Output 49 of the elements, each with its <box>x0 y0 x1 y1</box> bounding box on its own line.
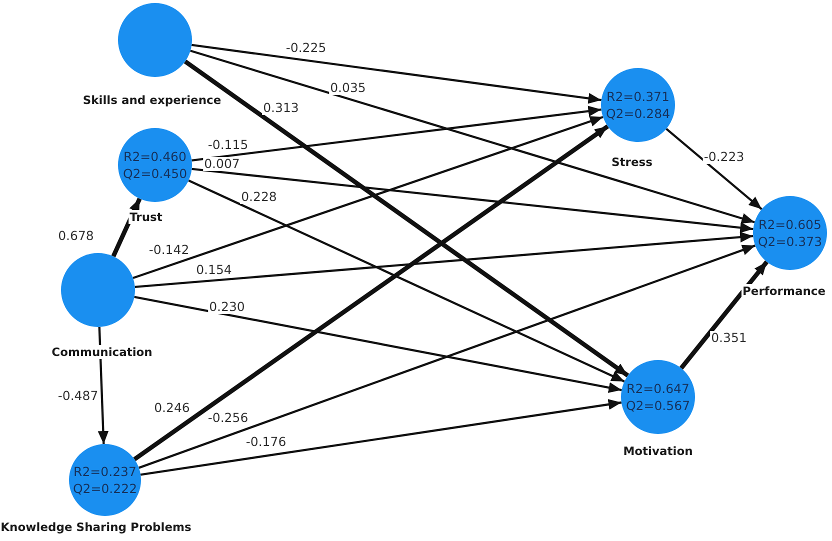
statistic-text: R2=0.647 <box>626 380 690 397</box>
arrow <box>192 168 754 234</box>
arrow <box>184 60 630 378</box>
edge-label: -0.487 <box>56 389 100 403</box>
edge-label: -0.115 <box>206 138 250 152</box>
edge-label: 0.230 <box>208 300 246 314</box>
edge-label: -0.256 <box>206 411 250 425</box>
edge-label: -0.223 <box>702 150 746 164</box>
arrow <box>132 116 604 280</box>
statistic-text: R2=0.605 <box>758 216 822 233</box>
statistic-text: R2=0.237 <box>74 463 136 480</box>
arrow <box>192 44 602 104</box>
construct-name: Communication <box>50 345 154 359</box>
statistic-text: R2=0.371 <box>606 88 670 105</box>
edge-label: 0.007 <box>203 157 241 171</box>
arrow <box>134 232 754 288</box>
arrow <box>111 198 142 258</box>
statistic-text: Q2=0.373 <box>758 233 822 250</box>
arrow <box>679 260 769 370</box>
arrow <box>192 106 602 162</box>
arrow <box>133 124 610 462</box>
arrow <box>188 180 625 382</box>
edge-label: 0.035 <box>329 81 367 95</box>
construct-name: Knowledge Sharing Problems <box>0 520 192 534</box>
statistic-text: Q2=0.284 <box>606 105 670 122</box>
edge-label: 0.228 <box>240 190 278 204</box>
construct-name: Skills and experience <box>82 93 222 107</box>
statistic-text: Q2=0.567 <box>626 397 690 414</box>
arrow <box>138 244 756 469</box>
edge-label: 0.678 <box>57 229 95 243</box>
statistic-text: Q2=0.450 <box>122 165 188 182</box>
arrow <box>190 50 755 224</box>
edge-label: -0.176 <box>244 435 288 449</box>
construct-name: Performance <box>741 284 827 298</box>
statistic-text: Q2=0.222 <box>72 480 138 497</box>
arrow <box>140 399 622 476</box>
construct-name: Trust <box>128 210 164 224</box>
arrow <box>666 128 762 210</box>
edge-label: -0.225 <box>284 41 328 55</box>
statistic-text: R2=0.460 <box>124 148 186 165</box>
construct-name: Motivation <box>622 444 694 458</box>
edge-label: 0.154 <box>195 263 233 277</box>
arrow <box>98 326 109 444</box>
edge-label: 0.351 <box>710 331 748 345</box>
edge-label: 0.313 <box>262 101 300 115</box>
edge-label: -0.142 <box>148 243 190 257</box>
arrow <box>134 296 622 393</box>
construct-name: Stress <box>610 155 654 169</box>
edge-label: 0.246 <box>153 401 191 415</box>
